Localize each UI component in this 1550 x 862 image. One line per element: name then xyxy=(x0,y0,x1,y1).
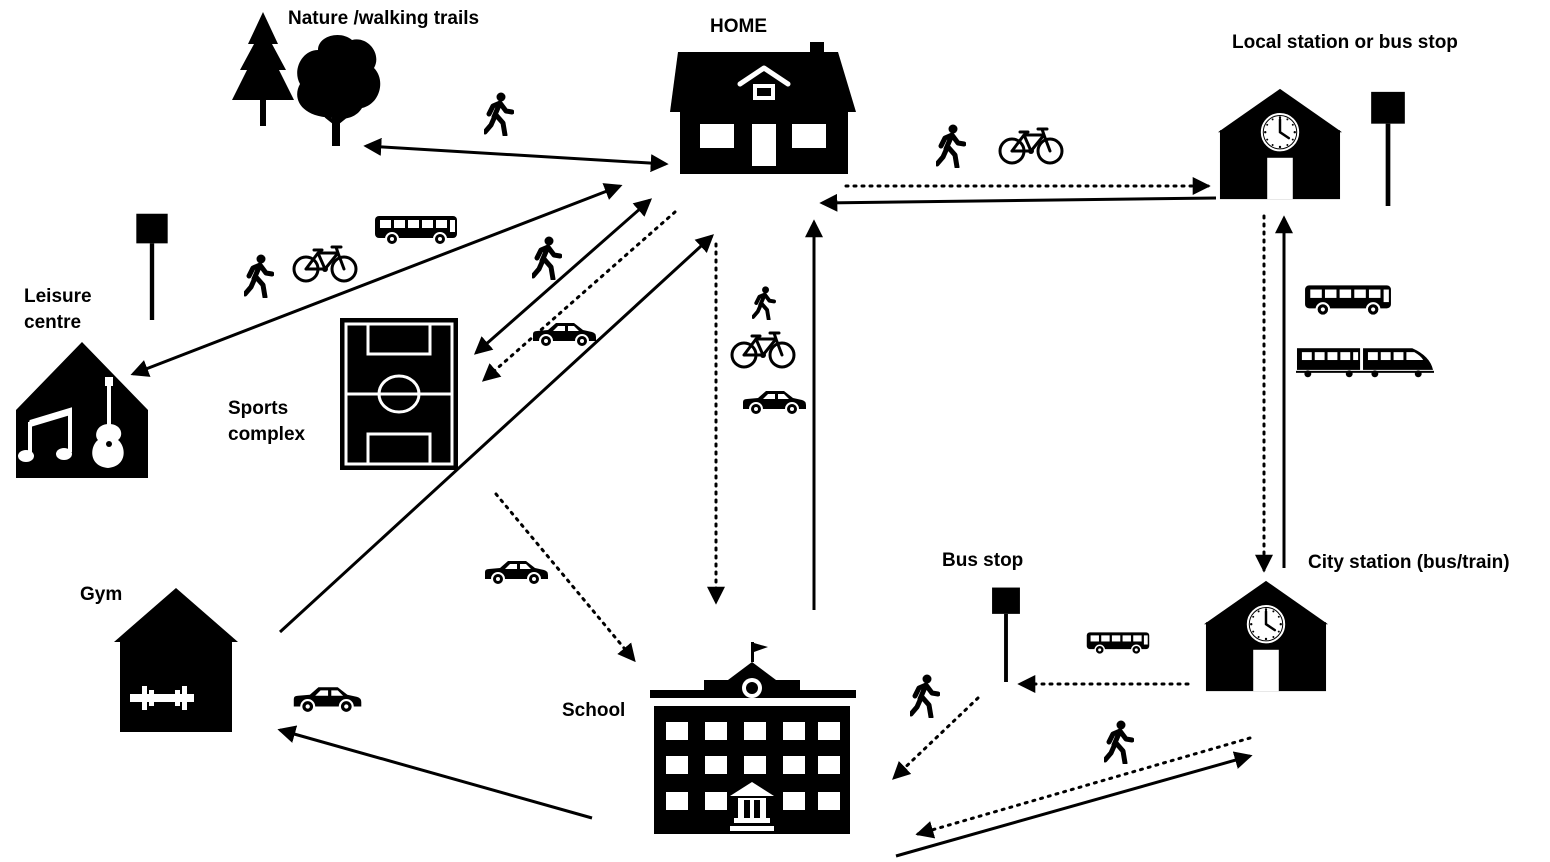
route-home-sports-car xyxy=(481,210,677,382)
bus-icon xyxy=(1304,284,1392,317)
walker-icon xyxy=(533,237,560,280)
nature-trees-icon xyxy=(232,12,381,146)
walker-icon xyxy=(485,93,512,136)
home-house-icon xyxy=(670,42,856,174)
walker-icon xyxy=(752,286,776,320)
sports-pitch-icon xyxy=(340,318,458,470)
school-building-icon xyxy=(650,642,856,834)
leisure-bus-stop-sign-icon xyxy=(136,213,168,320)
bus-icon xyxy=(1086,631,1150,656)
walker-icon xyxy=(245,255,272,298)
route-city-school-dotted xyxy=(915,736,1252,839)
label-gym: Gym xyxy=(80,584,123,605)
label-home: HOME xyxy=(710,16,767,37)
leisure-centre-icon xyxy=(16,342,148,478)
route-local-station-home xyxy=(819,193,1217,212)
gym-building-icon xyxy=(114,588,238,732)
route-school-city xyxy=(895,751,1253,858)
label-nature: Nature /walking trails xyxy=(288,8,480,29)
bus-icon xyxy=(374,215,458,246)
car-icon xyxy=(532,322,597,348)
car-icon xyxy=(292,686,363,714)
local-station-building-icon xyxy=(1218,88,1342,200)
walker-icon xyxy=(1105,721,1132,764)
route-nature-home xyxy=(363,137,669,173)
route-school-gym xyxy=(277,725,593,820)
label-city-station: City station (bus/train) xyxy=(1308,552,1510,573)
bicycle-icon xyxy=(292,245,358,283)
route-home-sports-walk xyxy=(473,198,653,355)
car-icon xyxy=(484,560,549,586)
label-local-station: Local station or bus stop xyxy=(1232,32,1458,53)
route-gym-home xyxy=(278,234,714,634)
label-sports-line1: Sports xyxy=(228,398,289,419)
bus-stop-sign-icon xyxy=(992,587,1020,682)
routes xyxy=(130,137,1293,858)
route-busstop-school xyxy=(892,696,980,780)
walker-icon xyxy=(937,125,964,168)
train-icon xyxy=(1296,348,1434,378)
car-icon xyxy=(741,389,808,416)
bicycle-icon xyxy=(730,331,796,369)
local-bus-stop-sign-icon xyxy=(1371,91,1405,206)
label-leisure-line2: centre xyxy=(24,312,82,333)
bicycle-icon xyxy=(998,127,1064,165)
label-sports-line2: complex xyxy=(228,424,306,445)
label-leisure-line1: Leisure xyxy=(24,286,92,307)
city-station-building-icon xyxy=(1204,579,1328,693)
label-bus-stop: Bus stop xyxy=(942,550,1024,571)
label-school: School xyxy=(562,700,626,721)
walker-icon xyxy=(911,675,938,718)
